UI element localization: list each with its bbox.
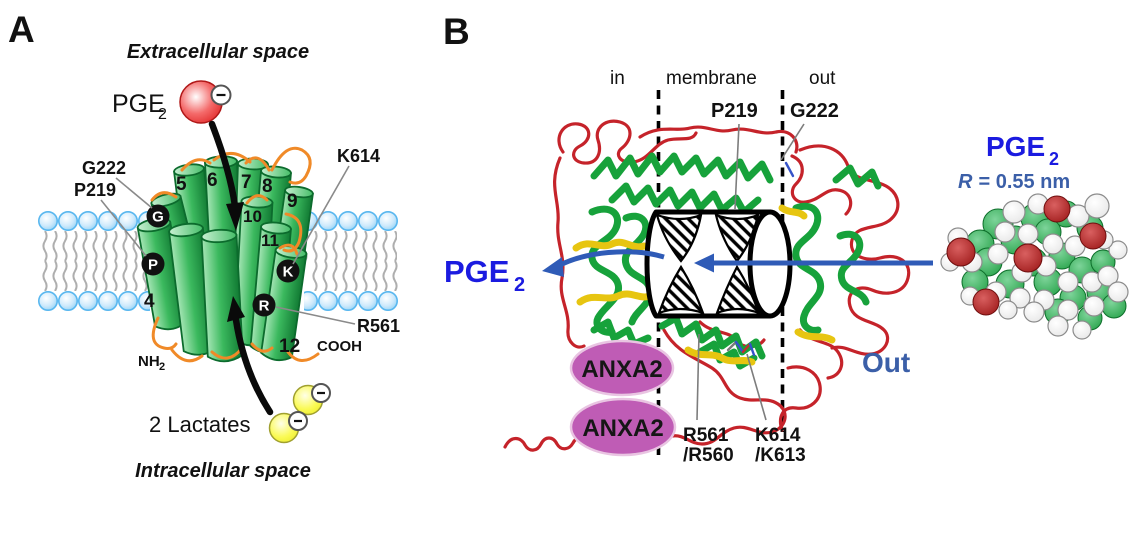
channel-hourglass-hatching: [655, 213, 761, 315]
r561-label-b-line2: /R560: [683, 445, 734, 466]
r561-label-b-line1: R561: [683, 425, 729, 446]
residue-p-letter: P: [148, 257, 158, 274]
binding-residue-sticks: [726, 161, 795, 357]
anxa2-label-1: ANXA2: [581, 356, 662, 383]
transport-arrows: [208, 120, 274, 416]
panel-b-pointers: [696, 123, 805, 421]
region-out-label: out: [809, 68, 836, 89]
region-membrane-label: membrane: [666, 68, 757, 89]
panel-b-label: B: [443, 11, 470, 52]
pge2-label-b-right-sub: 2: [1049, 149, 1059, 169]
lipid-tails-bottom-left: [38, 261, 148, 291]
k614-label-b-line1: K614: [755, 425, 801, 446]
helix-10-number: 10: [243, 207, 262, 226]
pge2-label-a: PGE: [112, 90, 165, 118]
r561-label-a: R561: [357, 316, 400, 336]
lipid-tails-top-left: [40, 231, 154, 261]
helix-front-2: [200, 228, 244, 363]
residue-g-circle: [146, 204, 170, 228]
lipid-bilayer: [38, 211, 398, 311]
pge2-label-b-left-sub: 2: [514, 274, 525, 296]
lactates-group: 2 Lactates: [149, 383, 331, 444]
anxa2-label-2: ANXA2: [582, 415, 663, 442]
extracellular-space-label: Extracellular space: [127, 41, 309, 63]
lipid-heads-bottom-left: [38, 291, 150, 311]
residue-r-circle: [252, 293, 276, 317]
helix-numbers: 5 6 7 8 9 10 11 4 12: [144, 170, 300, 357]
anxa2-complex: ANXA2 ANXA2: [569, 339, 677, 457]
panel-a-label: A: [8, 9, 35, 50]
residue-markers: G P K R: [141, 204, 300, 317]
pge2-exit-arrowhead-icon: [542, 257, 564, 277]
ribbon-yellow-helices: [572, 204, 836, 366]
panel-b: B: [443, 11, 1129, 466]
pge2-label-b-left: PGE: [444, 254, 509, 289]
pge2-radius-label: R= 0.55 nm: [958, 171, 1070, 193]
helix-6-number: 6: [207, 170, 218, 191]
lipid-heads-top-right: [298, 211, 398, 231]
lipid-heads-bottom-right: [304, 291, 398, 311]
g222-label-b: G222: [790, 100, 839, 122]
lipid-tails-top-right: [303, 231, 397, 261]
anxa2-oval-2: [569, 397, 677, 457]
helix-7-number: 7: [241, 172, 252, 193]
out-direction-label: Out: [862, 347, 910, 378]
pge2-transport-arrows: [542, 249, 933, 277]
residue-k-circle: [276, 259, 300, 283]
p219-label-a: P219: [74, 180, 116, 200]
residue-g-letter: G: [152, 209, 164, 226]
lipid-tails-bottom-right: [308, 261, 398, 291]
pge2-label-b-right: PGE: [986, 131, 1045, 162]
pge2-entry-arrow: [208, 120, 239, 210]
lipid-heads-top-left: [38, 211, 154, 231]
lactates-label: 2 Lactates: [149, 412, 251, 437]
helix-12-number: 12: [279, 336, 300, 357]
k614-label-a: K614: [337, 146, 380, 166]
k614-label-b-line2: /K613: [755, 445, 806, 466]
residue-p-circle: [141, 252, 165, 276]
residue-pointers: [100, 165, 356, 325]
pge2-molecule-model: [940, 193, 1129, 340]
ribbon-red-loops: [503, 119, 911, 452]
pge2-substrate: PGE 2: [112, 80, 232, 124]
g222-label-a: G222: [82, 158, 126, 178]
ribbon-green-helices: [588, 152, 882, 370]
region-in-label: in: [610, 68, 625, 89]
residue-r-letter: R: [259, 298, 270, 315]
cooh-label: COOH: [317, 338, 362, 355]
residue-k-letter: K: [283, 264, 294, 281]
pge2-label-a-sub: 2: [158, 106, 167, 123]
intracellular-space-label: Intracellular space: [135, 460, 311, 482]
lactate-exit-arrow: [232, 316, 274, 416]
helix-9-number: 9: [287, 191, 298, 212]
nh2-label: NH: [138, 353, 160, 370]
lactate-exit-arrowhead-icon: [227, 296, 245, 322]
anxa2-oval-1: [569, 339, 675, 397]
pge2-entry-arrowhead-icon: [226, 202, 244, 231]
panel-a: A Extracellular space Intracellular spac…: [8, 9, 400, 482]
pge2-exit-arrow: [556, 249, 665, 269]
nh2-label-sub: 2: [159, 361, 165, 373]
p219-label-b: P219: [711, 100, 758, 122]
helix-4-number: 4: [144, 291, 155, 312]
helix-8-number: 8: [262, 176, 273, 197]
helix-11-number: 11: [261, 231, 279, 250]
protein-ribbon: [503, 119, 911, 452]
pge2-transport-arrowhead-icon: [694, 253, 714, 273]
helix-5-number: 5: [176, 174, 187, 195]
